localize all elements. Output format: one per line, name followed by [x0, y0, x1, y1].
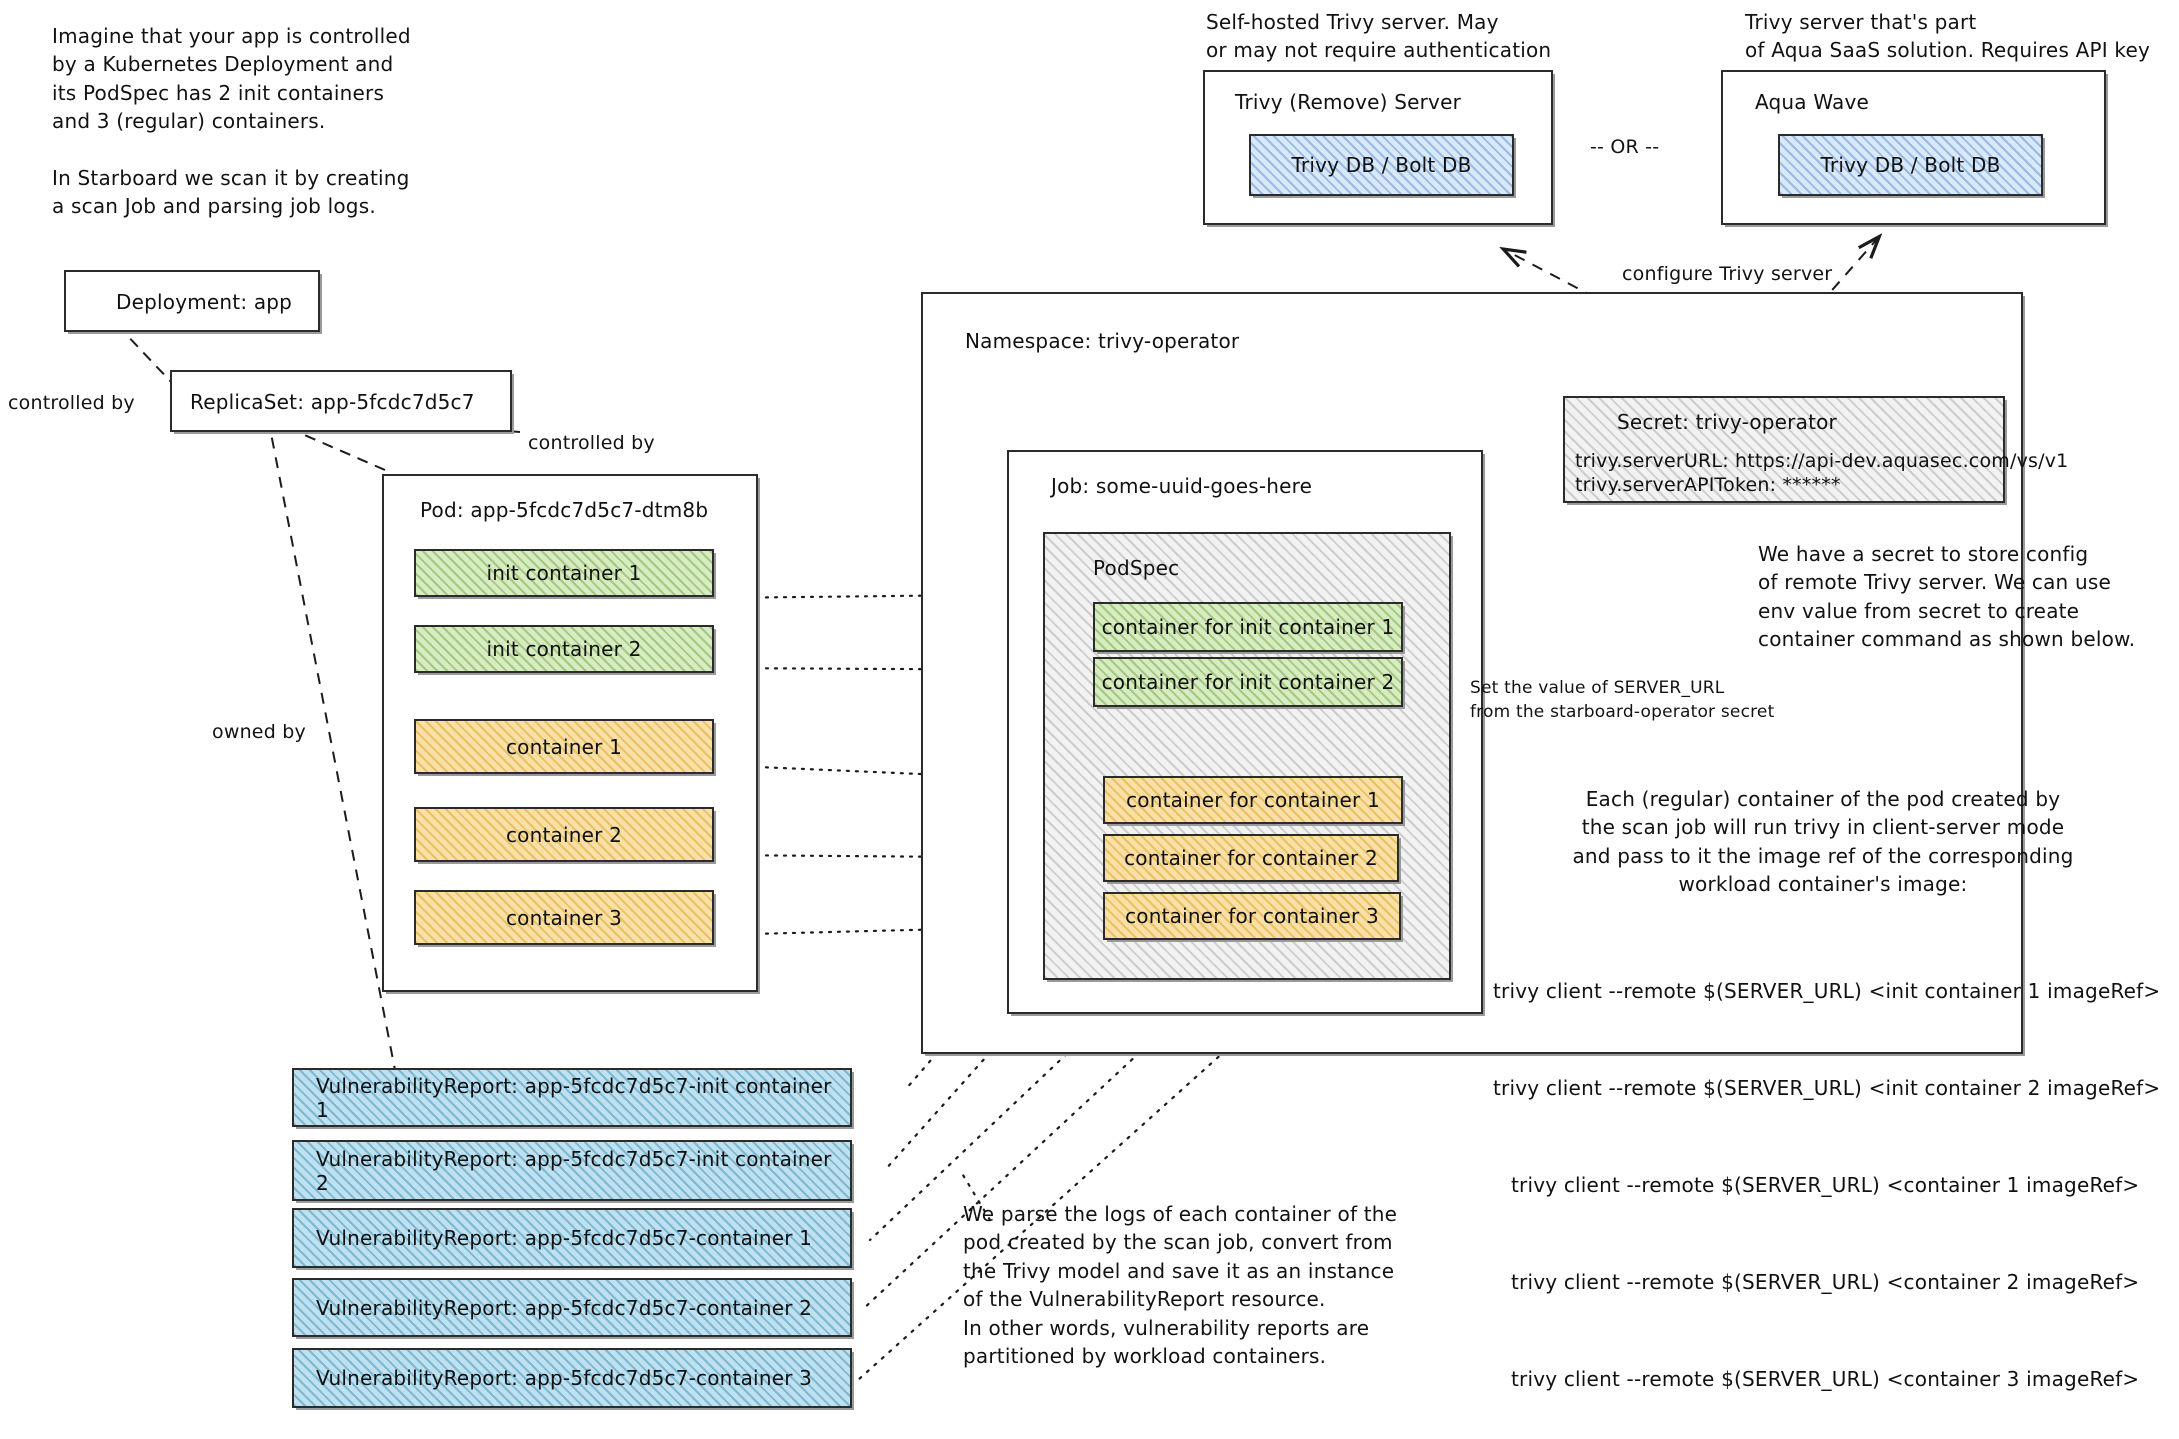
- secret-server-url: trivy.serverURL: https://api-dev.aquasec…: [1575, 450, 2069, 472]
- pod-container-2[interactable]: container 2: [414, 807, 714, 862]
- vulnerability-report-label: VulnerabilityReport: app-5fcdc7d5c7-cont…: [316, 1226, 813, 1250]
- secret-title: Secret: trivy-operator: [1617, 410, 1837, 434]
- trivy-remote-server-title: Trivy (Remove) Server: [1235, 90, 1461, 114]
- job-container-init-1[interactable]: container for init container 1: [1093, 602, 1403, 652]
- vulnerability-report-box-5[interactable]: VulnerabilityReport: app-5fcdc7d5c7-cont…: [292, 1348, 852, 1408]
- job-container-3[interactable]: container for container 3: [1103, 892, 1401, 940]
- controlled-by-label-right: controlled by: [528, 432, 655, 454]
- pod-container-label: container 1: [505, 734, 623, 759]
- trivy-commands-block: trivy client --remote $(SERVER_URL) <ini…: [1493, 910, 2173, 1428]
- job-container-1[interactable]: container for container 1: [1103, 776, 1403, 824]
- configure-trivy-server-label: configure Trivy server: [1622, 263, 1833, 285]
- pod-container-1[interactable]: container 1: [414, 719, 714, 774]
- pod-container-label: init container 2: [486, 637, 642, 661]
- pod-container-label: container 2: [505, 822, 623, 847]
- vulnerability-report-box-3[interactable]: VulnerabilityReport: app-5fcdc7d5c7-cont…: [292, 1208, 852, 1268]
- replicaset-title: ReplicaSet: app-5fcdc7d5c7: [190, 390, 475, 414]
- trivy-db-bolt-db-box-1[interactable]: Trivy DB / Bolt DB: [1249, 134, 1514, 196]
- vulnerability-report-label: VulnerabilityReport: app-5fcdc7d5c7-init…: [316, 1146, 832, 1195]
- each-container-note: Each (regular) container of the pod crea…: [1572, 787, 2074, 897]
- trivy-command-line: trivy client --remote $(SERVER_URL) <con…: [1511, 1270, 2140, 1295]
- trivy-db-bolt-db-label-2: Trivy DB / Bolt DB: [1820, 153, 2001, 177]
- secret-api-token: trivy.serverAPIToken: ******: [1575, 474, 1841, 496]
- intro-note: Imagine that your app is controlled by a…: [52, 24, 411, 219]
- namespace-box[interactable]: Namespace: trivy-operator Job: some-uuid…: [921, 292, 2068, 1054]
- vulnerability-report-box-1[interactable]: VulnerabilityReport: app-5fcdc7d5c7-init…: [292, 1068, 852, 1127]
- owned-by-label: owned by: [212, 721, 306, 743]
- deployment-box[interactable]: Deployment: app: [64, 270, 320, 332]
- parse-logs-note: We parse the logs of each container of t…: [963, 1202, 1398, 1368]
- job-container-label: container for container 1: [1126, 788, 1380, 812]
- aqua-saas-note: Trivy server that's part of Aqua SaaS so…: [1745, 10, 2151, 63]
- job-box[interactable]: Job: some-uuid-goes-here PodSpec contain…: [1007, 450, 1483, 1014]
- trivy-command-line: trivy client --remote $(SERVER_URL) <ini…: [1493, 978, 2161, 1003]
- replicaset-box[interactable]: ReplicaSet: app-5fcdc7d5c7: [170, 370, 512, 432]
- trivy-command-line: trivy client --remote $(SERVER_URL) <ini…: [1493, 1075, 2161, 1100]
- pod-container-init-2[interactable]: init container 2: [414, 625, 714, 673]
- pod-container-3[interactable]: container 3: [414, 890, 714, 945]
- trivy-db-bolt-db-label-1: Trivy DB / Bolt DB: [1291, 153, 1472, 177]
- podspec-box[interactable]: PodSpec container for init container 1 c…: [1043, 532, 1451, 980]
- vulnerability-report-box-4[interactable]: VulnerabilityReport: app-5fcdc7d5c7-cont…: [292, 1278, 852, 1337]
- job-container-label: container for container 2: [1124, 846, 1378, 870]
- job-container-init-2[interactable]: container for init container 2: [1093, 657, 1403, 707]
- job-container-2[interactable]: container for container 2: [1103, 834, 1399, 882]
- self-hosted-note: Self-hosted Trivy server. May or may not…: [1206, 10, 1552, 63]
- aqua-wave-title: Aqua Wave: [1755, 90, 1870, 114]
- aqua-wave-box[interactable]: Aqua Wave Trivy DB / Bolt DB: [1721, 70, 2106, 225]
- server-url-note: Set the value of SERVER_URL from the sta…: [1470, 678, 1775, 723]
- trivy-db-bolt-db-box-2[interactable]: Trivy DB / Bolt DB: [1778, 134, 2043, 196]
- namespace-title: Namespace: trivy-operator: [965, 329, 1240, 353]
- secret-box[interactable]: Secret: trivy-operator trivy.serverURL: …: [1563, 396, 2068, 503]
- job-container-label: container for container 3: [1125, 904, 1379, 928]
- job-container-label: container for init container 1: [1101, 615, 1395, 639]
- job-title: Job: some-uuid-goes-here: [1051, 474, 1313, 498]
- controlled-by-label-left: controlled by: [8, 392, 135, 414]
- trivy-remote-server-box[interactable]: Trivy (Remove) Server Trivy DB / Bolt DB: [1203, 70, 1553, 225]
- podspec-title: PodSpec: [1093, 556, 1180, 580]
- vulnerability-report-box-2[interactable]: VulnerabilityReport: app-5fcdc7d5c7-init…: [292, 1140, 852, 1201]
- trivy-command-line: trivy client --remote $(SERVER_URL) <con…: [1511, 1173, 2140, 1198]
- or-divider-label: -- OR --: [1590, 136, 1660, 158]
- pod-container-init-1[interactable]: init container 1: [414, 549, 714, 597]
- vulnerability-report-label: VulnerabilityReport: app-5fcdc7d5c7-cont…: [316, 1366, 813, 1390]
- job-container-label: container for init container 2: [1101, 670, 1395, 694]
- deployment-title: Deployment: app: [116, 290, 293, 314]
- trivy-command-line: trivy client --remote $(SERVER_URL) <con…: [1511, 1367, 2140, 1392]
- pod-box[interactable]: Pod: app-5fcdc7d5c7-dtm8b init container…: [382, 474, 758, 992]
- pod-container-label: init container 1: [486, 561, 642, 585]
- edge-owned-by: [267, 417, 396, 1071]
- pod-title: Pod: app-5fcdc7d5c7-dtm8b: [420, 498, 709, 522]
- vulnerability-report-label: VulnerabilityReport: app-5fcdc7d5c7-cont…: [316, 1295, 813, 1320]
- vulnerability-report-label: VulnerabilityReport: app-5fcdc7d5c7-init…: [316, 1073, 832, 1122]
- secret-explanation-note: We have a secret to store config of remo…: [1758, 542, 2136, 652]
- pod-container-label: container 3: [505, 905, 623, 930]
